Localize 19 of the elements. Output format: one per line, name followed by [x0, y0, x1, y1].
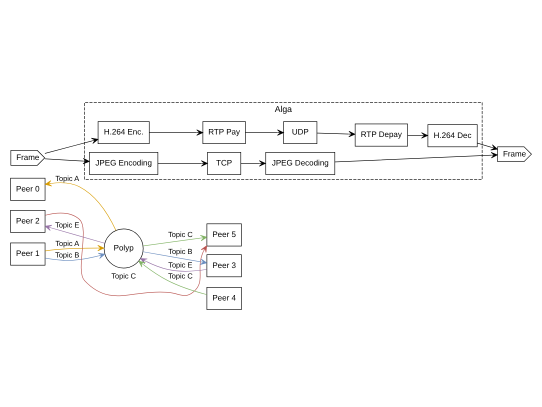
arrow — [44, 158, 90, 164]
arrow — [407, 132, 428, 138]
arrow — [334, 152, 498, 162]
arrow — [44, 180, 116, 231]
arrow — [142, 235, 208, 246]
arrow — [44, 245, 104, 252]
arrow — [240, 160, 266, 167]
arrow — [142, 251, 208, 265]
arrow — [44, 252, 106, 261]
arrow — [140, 258, 208, 272]
arrow — [44, 212, 208, 296]
arrow — [245, 130, 284, 136]
arrow — [44, 138, 98, 154]
arrow — [158, 160, 208, 167]
arrow — [149, 130, 204, 136]
arrow — [477, 142, 498, 150]
arrow — [44, 224, 106, 244]
arrow — [138, 260, 208, 295]
arrow — [316, 131, 356, 138]
